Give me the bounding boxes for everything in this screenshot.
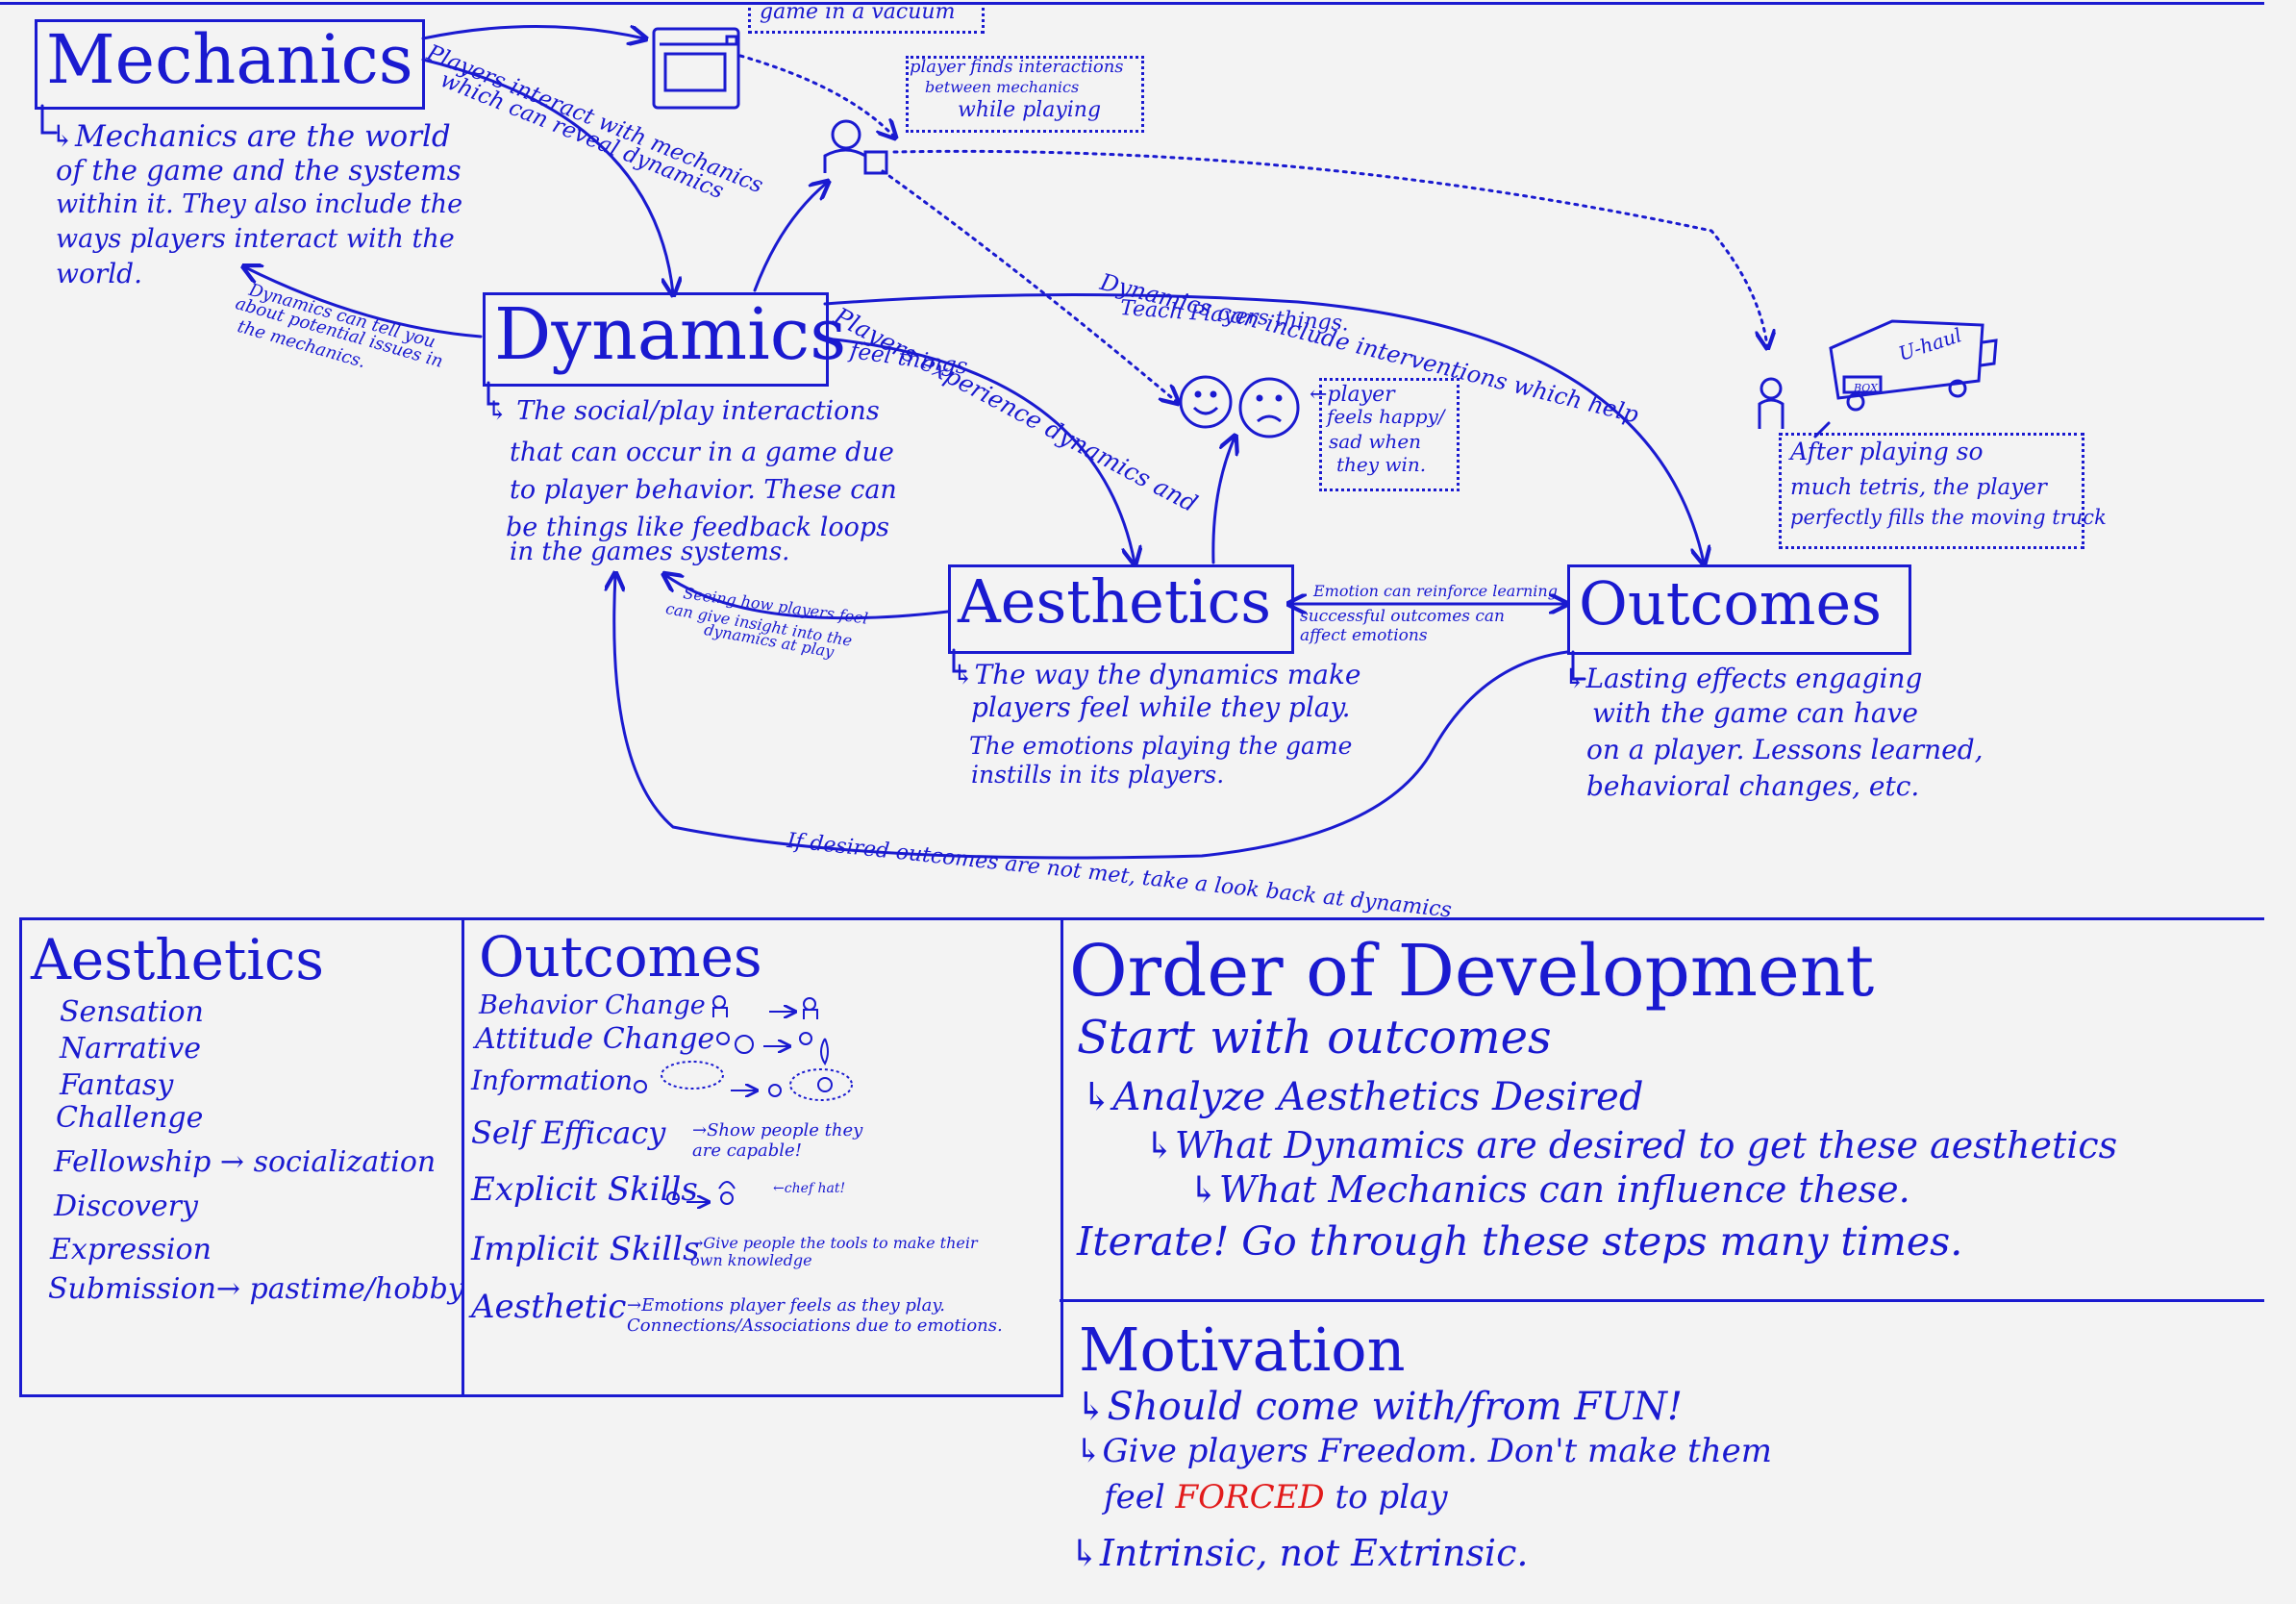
truck-icon bbox=[1829, 319, 1998, 412]
order-what-mechanics: ↳What Mechanics can influence these. bbox=[1188, 1168, 1910, 1211]
order-analyze: ↳Analyze Aesthetics Desired bbox=[1081, 1075, 1644, 1119]
order-start: Start with outcomes bbox=[1077, 1011, 1552, 1065]
forced-word: FORCED bbox=[1175, 1478, 1325, 1516]
mechanics-title: Mechanics bbox=[46, 20, 413, 99]
computer-icon bbox=[652, 27, 740, 110]
section-rule bbox=[19, 917, 2264, 920]
list-item: Aesthetic bbox=[471, 1288, 627, 1326]
list-note: →Emotions player feels as they play. Con… bbox=[627, 1295, 1003, 1336]
player-icon bbox=[823, 119, 888, 175]
list-note: ←chef hat! bbox=[773, 1181, 846, 1196]
list-item: Discovery bbox=[54, 1190, 198, 1223]
outcomes-list-title: Outcomes bbox=[479, 924, 762, 990]
list-item: Submission→ pastime/hobby bbox=[48, 1272, 464, 1306]
list-note: →Show people they are capable! bbox=[692, 1120, 863, 1161]
after-playing-box bbox=[1779, 433, 2084, 549]
list-item: Narrative bbox=[60, 1032, 202, 1065]
list-item: Behavior Change bbox=[479, 990, 706, 1020]
information-icon bbox=[634, 1061, 853, 1101]
aesthetics-list-title: Aesthetics bbox=[31, 927, 325, 992]
chef-hat-icon bbox=[666, 1181, 736, 1204]
motivation-line-2: ↳Give players Freedom. Don't make them bbox=[1075, 1432, 1772, 1470]
happy-face-icon bbox=[1179, 375, 1233, 429]
list-item: Fellowship → socialization bbox=[54, 1145, 437, 1179]
lists-divider bbox=[462, 917, 464, 1394]
motivation-line-4: ↳Intrinsic, not Extrinsic. bbox=[1069, 1532, 1529, 1574]
sad-face-icon bbox=[1238, 377, 1300, 439]
list-item: Attitude Change bbox=[475, 1022, 715, 1056]
list-item: Expression bbox=[50, 1233, 212, 1266]
list-item: Sensation bbox=[60, 995, 204, 1029]
order-iterate: Iterate! Go through these steps many tim… bbox=[1077, 1218, 1963, 1265]
order-title: Order of Development bbox=[1069, 930, 1875, 1013]
mechanics-box bbox=[35, 19, 425, 110]
motivation-title: Motivation bbox=[1079, 1315, 1406, 1385]
order-what-dynamics: ↳What Dynamics are desired to get these … bbox=[1144, 1124, 2118, 1166]
aesthetics-title: Aesthetics bbox=[958, 566, 1272, 637]
player-feels-box bbox=[1319, 378, 1460, 491]
vacuum-note-box bbox=[748, 2, 985, 34]
label-affect-emotions: affect emotions bbox=[1300, 626, 1428, 645]
vacuum-note: game in a vacuum bbox=[760, 0, 956, 24]
outcomes-title: Outcomes bbox=[1579, 568, 1883, 639]
list-note: →Give people the tools to make their own… bbox=[690, 1234, 978, 1270]
list-item: Fantasy bbox=[60, 1068, 174, 1102]
behavior-change-icon bbox=[712, 995, 818, 1019]
lists-frame bbox=[19, 917, 1063, 1397]
list-item: Challenge bbox=[56, 1101, 204, 1135]
list-item: Implicit Skills bbox=[471, 1230, 700, 1268]
list-item: Information bbox=[471, 1065, 634, 1096]
attitude-change-icon bbox=[716, 1032, 829, 1065]
order-motivation-rule bbox=[1060, 1299, 2264, 1302]
person-icon bbox=[1758, 377, 1784, 429]
list-item: Self Efficacy bbox=[471, 1115, 666, 1151]
motivation-line-1: ↳Should come with/from FUN! bbox=[1075, 1385, 1683, 1429]
top-rule bbox=[0, 2, 2264, 5]
list-item: Explicit Skills bbox=[471, 1170, 698, 1209]
motivation-line-3: feel FORCED to play bbox=[1104, 1478, 1448, 1516]
player-finds-box bbox=[906, 56, 1144, 133]
dynamics-title: Dynamics bbox=[494, 293, 847, 376]
